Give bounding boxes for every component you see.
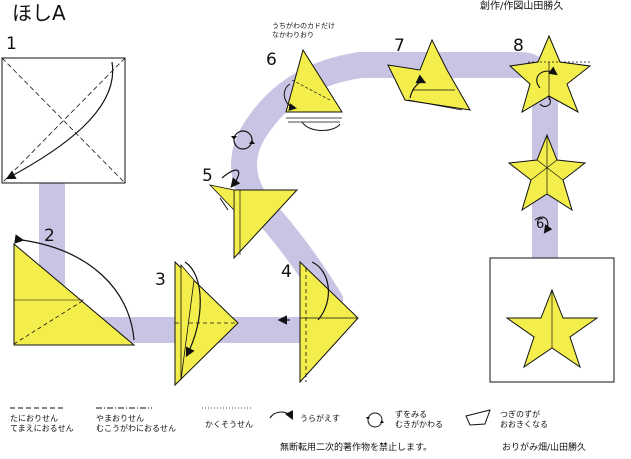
legend-next-line2: おおきくなる bbox=[500, 420, 548, 430]
legend-valley-line1: たにおりせん bbox=[10, 414, 58, 423]
page-title: ほしA bbox=[12, 1, 66, 25]
legend-next: つぎのずが おおきくなる bbox=[500, 410, 548, 431]
step6-fold bbox=[283, 48, 343, 131]
step-number-3: 3 bbox=[155, 270, 166, 290]
step4-fold bbox=[277, 260, 359, 384]
step-number-turn: 6 bbox=[536, 217, 545, 232]
step-number-5: 5 bbox=[202, 166, 213, 186]
final-star bbox=[489, 257, 615, 383]
step6-note-line2: なかわりおり bbox=[272, 30, 314, 39]
turn-over-arrow bbox=[534, 216, 553, 234]
footer-author: おりがみ畑/山田勝久 bbox=[502, 443, 587, 453]
step-number-7: 7 bbox=[394, 36, 405, 56]
legend-zoom: ずをみる むきがかわる bbox=[395, 410, 443, 431]
legend-zoom-line2: むきがかわる bbox=[395, 420, 443, 430]
step6-note: うちがわのカドだけ なかわりおり bbox=[272, 22, 335, 40]
legend-valley: たにおりせん てまえにおるせん bbox=[10, 414, 74, 435]
legend-mountain-line2: むこうがわにおるせん bbox=[96, 424, 176, 434]
credit-text: 創作/作図山田勝久 bbox=[480, 1, 564, 12]
legend-lines bbox=[10, 407, 491, 428]
step3-fold bbox=[174, 260, 239, 387]
footer-copyright: 無断転用二次的著作物を禁止します。 bbox=[280, 443, 433, 453]
legend-mountain-line1: やまおりせん bbox=[96, 414, 144, 423]
legend-next-line1: つぎのずが bbox=[500, 410, 540, 419]
step-number-1: 1 bbox=[6, 34, 17, 54]
legend-hidden-line1: かくそうせん bbox=[205, 420, 253, 429]
legend-valley-line2: てまえにおるせん bbox=[10, 424, 74, 434]
legend-turnover: うらがえす bbox=[300, 414, 340, 424]
legend-turnover-line1: うらがえす bbox=[300, 414, 340, 423]
step-number-6: 6 bbox=[266, 50, 277, 70]
step-number-2: 2 bbox=[44, 226, 55, 246]
legend-mountain: やまおりせん むこうがわにおるせん bbox=[96, 414, 176, 435]
step5-fold bbox=[208, 169, 299, 260]
rotate-view-icon bbox=[231, 130, 255, 150]
step-number-4: 4 bbox=[281, 262, 292, 282]
step7-fold bbox=[387, 38, 471, 111]
step-number-8: 8 bbox=[513, 36, 524, 56]
step8-fold bbox=[508, 34, 592, 114]
step1-square bbox=[1, 57, 126, 184]
step6-note-line1: うちがわのカドだけ bbox=[272, 22, 335, 30]
legend-hidden: かくそうせん bbox=[205, 420, 253, 430]
step9-star bbox=[507, 133, 587, 212]
legend-zoom-line1: ずをみる bbox=[395, 410, 427, 419]
step2-triangle bbox=[13, 234, 136, 346]
